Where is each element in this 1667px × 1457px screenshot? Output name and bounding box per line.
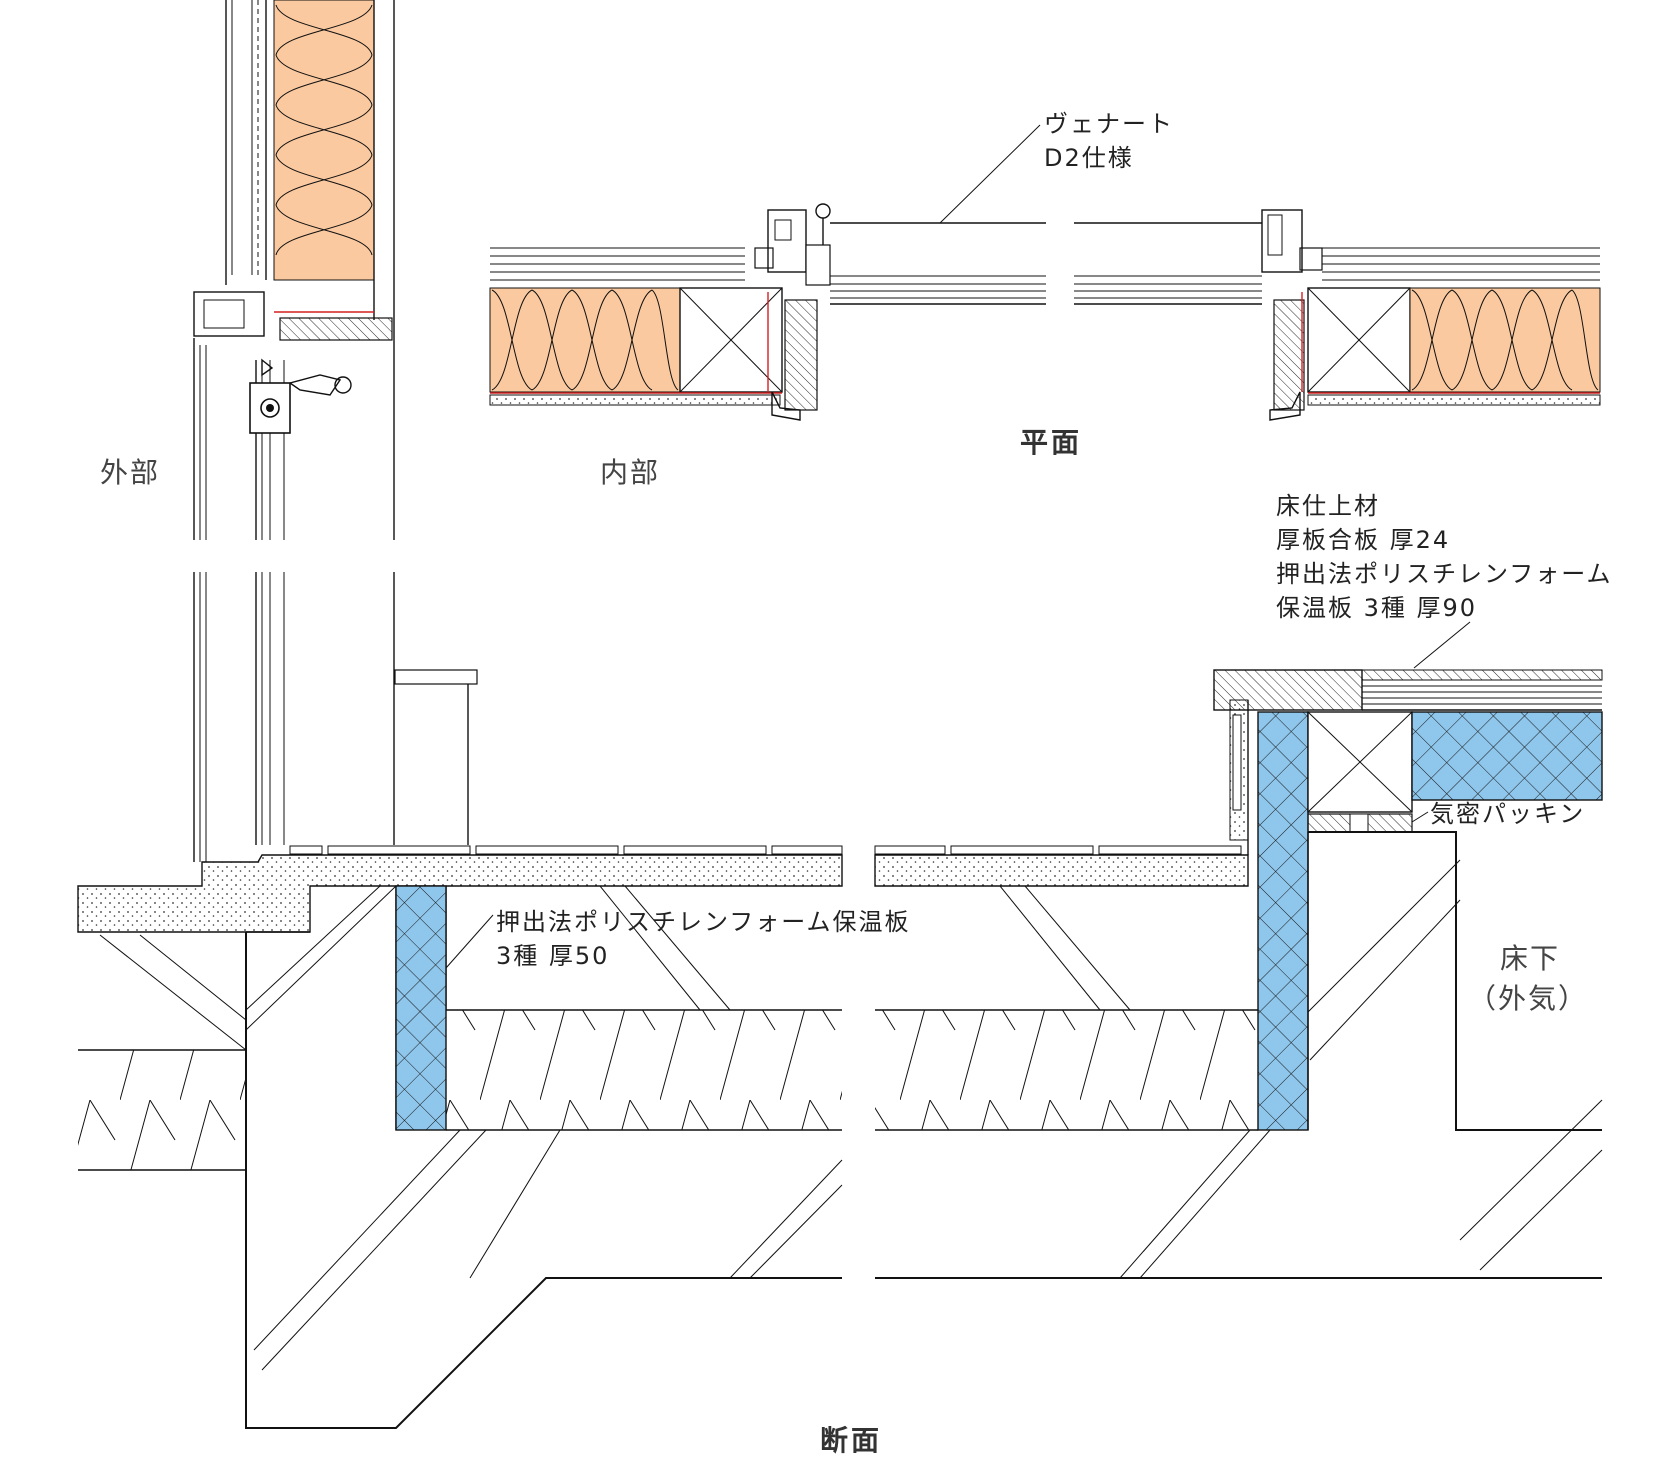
- section-gravel-middle: [446, 1010, 842, 1130]
- plan-view: ヴェナート D2仕様 平面: [489, 110, 1601, 459]
- plan-left-jamb: [784, 299, 818, 411]
- section-wool-curves: [275, 4, 373, 256]
- section-screed: [77, 699, 1249, 933]
- plan-glazing: [830, 222, 1262, 305]
- plan-left-wall: [489, 247, 818, 421]
- exterior-label: 外部: [100, 456, 160, 489]
- floor-insulation-blue: [1411, 711, 1603, 801]
- section-exterior-wall: [193, 0, 395, 540]
- plan-left-glasswool: [489, 287, 681, 393]
- floor-spec-label-2: 厚板合板 厚24: [1276, 526, 1450, 554]
- window-spec-leader: [939, 124, 1041, 224]
- airtight-leader: [1411, 811, 1429, 823]
- plan-right-jamb: [1273, 299, 1305, 411]
- plan-right-wall: [1261, 209, 1601, 421]
- section-sill-board: [279, 317, 393, 341]
- foundation-insulation-leader: [445, 914, 494, 969]
- foundation-insulation-right: [1257, 711, 1309, 1131]
- plan-left-wool-curves: [491, 289, 679, 391]
- airtight-packing-label: 気密パッキン: [1430, 800, 1585, 828]
- floor-spec-label-4: 保温板 3種 厚90: [1276, 594, 1477, 622]
- section-raised-floor: [1213, 669, 1603, 1131]
- section-lower-wall: [193, 572, 478, 862]
- section-title: 断面: [820, 1424, 882, 1457]
- section-foundation: [245, 859, 1603, 1429]
- window-handle-icon: [815, 203, 831, 219]
- plan-right-wool-curves: [1411, 289, 1599, 391]
- plan-title: 平面: [1020, 426, 1082, 459]
- interior-label: 内部: [600, 456, 660, 489]
- section-floor-tiles: [289, 845, 1242, 855]
- section-ground-left: [78, 934, 247, 1171]
- floor-plywood-edge: [1213, 669, 1363, 711]
- floor-spec-label-1: 床仕上材: [1276, 492, 1380, 520]
- underfloor-label-1: 床下: [1500, 942, 1560, 975]
- plan-right-glasswool: [1409, 287, 1601, 393]
- window-spec-label-2: D2仕様: [1044, 144, 1134, 172]
- foundation-insulation-label-1: 押出法ポリスチレンフォーム保温板: [496, 908, 911, 936]
- plan-left-board: [489, 394, 781, 406]
- section-view: 外部 内部 床仕上材 厚板合板 厚24 押出法ポリスチレンフォーム 保温板 3種…: [77, 0, 1613, 1457]
- floor-spec-label-3: 押出法ポリスチレンフォーム: [1276, 560, 1613, 588]
- underfloor-label-2: （外気）: [1468, 982, 1588, 1015]
- plan-left-window-frame: [754, 203, 831, 286]
- window-spec-label-1: ヴェナート: [1044, 110, 1174, 138]
- foundation-insulation-label-2: 3種 厚50: [496, 942, 609, 970]
- foundation-insulation-left: [395, 885, 447, 1131]
- floor-spec-leader: [1413, 621, 1471, 669]
- section-gravel-right: [875, 1010, 1258, 1130]
